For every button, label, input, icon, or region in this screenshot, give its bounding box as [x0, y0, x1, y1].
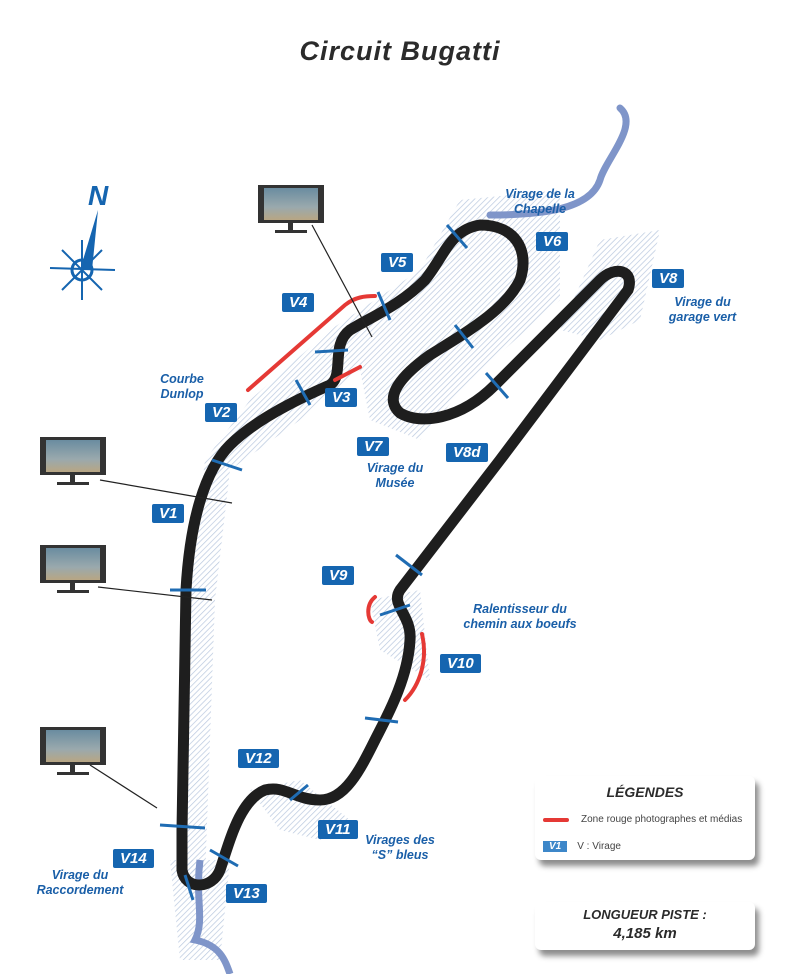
- screen-icon: [40, 727, 106, 775]
- track-length-label: LONGUEUR PISTE :: [583, 907, 707, 922]
- river: [486, 104, 630, 219]
- turn-badge-v2: V2: [205, 403, 238, 422]
- turn-badge-v13: V13: [226, 884, 267, 903]
- turn-badge-v9: V9: [322, 566, 355, 585]
- turn-badge-v12: V12: [238, 749, 279, 768]
- turn-badge-v11: V11: [318, 820, 358, 839]
- label-virage-musee: Virage du Musée: [366, 461, 424, 490]
- label-virage-garage-vert: Virage du garage vert: [668, 295, 737, 324]
- legend-box: LÉGENDES Zone rouge photographes et médi…: [535, 776, 755, 860]
- turn-badge-v8d: V8d: [446, 443, 488, 462]
- track: [176, 219, 635, 891]
- legend-turn-label: V : Virage: [577, 841, 621, 852]
- turn-badge-v7: V7: [357, 437, 390, 456]
- turn-badge-v5: V5: [381, 253, 414, 272]
- label-virage-raccordement: Virage du Raccordement: [36, 868, 124, 897]
- turn-markers: [159, 224, 510, 901]
- compass: N: [49, 180, 116, 300]
- red-zone-swatch: [543, 817, 569, 822]
- turn-badge-v8: V8: [652, 269, 685, 288]
- legend-red-zone: Zone rouge photographes et médias: [581, 814, 743, 825]
- turn-badge-v4: V4: [282, 293, 315, 312]
- compass-north-label: N: [88, 180, 109, 211]
- screen-icon: [258, 185, 324, 233]
- map-title: Circuit Bugatti: [299, 36, 501, 66]
- turn-badge-v10: V10: [440, 654, 481, 673]
- screen-pointers: [89, 224, 373, 809]
- turn-badge-v3: V3: [325, 388, 358, 407]
- label-s-bleus: Virages des “S” bleus: [365, 833, 435, 862]
- screen-icon: [40, 437, 106, 485]
- label-courbe-dunlop: Courbe Dunlop: [160, 372, 204, 401]
- label-virage-chapelle: Virage de la Chapelle: [505, 187, 575, 216]
- label-ralentisseur: Ralentisseur du chemin aux boeufs: [463, 602, 577, 631]
- legend-turn-badge: V1: [543, 841, 568, 852]
- turn-badge-v14: V14: [113, 849, 154, 868]
- screen-icon: [40, 545, 106, 593]
- legend-title: LÉGENDES: [606, 784, 684, 800]
- turn-badge-v1: V1: [152, 504, 185, 523]
- track-length-value: 4,185 km: [613, 925, 677, 942]
- red-zones: [246, 294, 427, 702]
- turn-badge-v6: V6: [536, 232, 569, 251]
- track-length-box: LONGUEUR PISTE : 4,185 km: [535, 902, 755, 950]
